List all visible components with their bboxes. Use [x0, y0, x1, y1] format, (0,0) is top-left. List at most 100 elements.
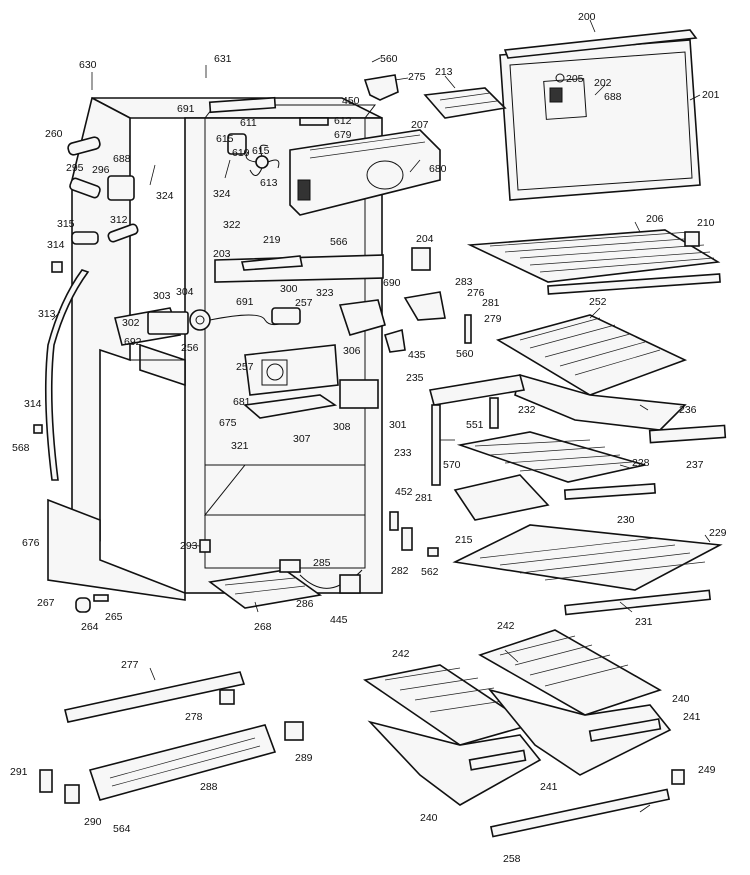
pan-front-237: [648, 424, 727, 444]
shelf-ladder-233: [431, 404, 441, 486]
toe-grille: [88, 724, 277, 801]
leveling-278: [219, 689, 235, 705]
callout-445: 445: [330, 614, 348, 626]
hinge-283: [403, 291, 446, 321]
shelf-support-210: [684, 231, 700, 247]
callout-307: 307: [293, 433, 311, 445]
callout-242: 242: [497, 620, 515, 632]
hinge-204: [411, 247, 431, 271]
callout-314: 314: [24, 398, 42, 410]
light-shield: [243, 394, 338, 419]
evaporator-assembly: [289, 129, 441, 216]
clip-314: [51, 261, 63, 273]
callout-213: 213: [435, 66, 453, 78]
knob-260: [67, 136, 101, 156]
callout-281: 281: [415, 492, 433, 504]
fan-blade: [245, 144, 280, 176]
callout-303: 303: [153, 290, 171, 302]
callout-286: 286: [296, 598, 314, 610]
leader-lines: [51, 19, 711, 813]
callout-323: 323: [316, 287, 334, 299]
callout-249: 249: [698, 764, 716, 776]
callout-288: 288: [200, 781, 218, 793]
callout-570: 570: [443, 459, 461, 471]
callout-615: 615: [252, 145, 270, 157]
freezer-wire-shelf: [466, 229, 721, 295]
clip-452: [389, 511, 399, 531]
drain-tube: [44, 269, 90, 481]
callout-231: 231: [635, 616, 653, 628]
connector-285: [279, 559, 301, 573]
control-295: [69, 177, 101, 199]
callout-290: 290: [84, 816, 102, 828]
callout-293: 293: [180, 540, 198, 552]
callout-260: 260: [45, 128, 63, 140]
callout-291: 291: [10, 766, 28, 778]
clip-568: [33, 424, 43, 434]
callout-258: 258: [503, 853, 521, 865]
callout-295: 295: [66, 162, 84, 174]
callout-237: 237: [686, 459, 704, 471]
callout-435: 435: [408, 349, 426, 361]
callout-277: 277: [121, 659, 139, 671]
crisper-right: [478, 629, 672, 776]
callout-230: 230: [617, 514, 635, 526]
callout-289: 289: [295, 752, 313, 764]
temperature-control-assembly: [114, 307, 211, 346]
callout-675: 675: [219, 417, 237, 429]
callout-228: 228: [632, 457, 650, 469]
callout-568: 568: [12, 442, 30, 454]
bracket-308: [339, 379, 379, 409]
callout-301: 301: [389, 419, 407, 431]
bracket-282: [401, 527, 413, 551]
callout-308: 308: [333, 421, 351, 433]
air-duct: [208, 96, 277, 114]
door-bin: [453, 474, 550, 521]
callout-210: 210: [697, 217, 715, 229]
callout-631: 631: [214, 53, 232, 65]
callout-202: 202: [594, 77, 612, 89]
callout-232: 232: [518, 404, 536, 416]
callout-285: 285: [313, 557, 331, 569]
callout-560: 560: [456, 348, 474, 360]
drain-pan: [207, 569, 323, 609]
callout-691: 691: [177, 103, 195, 115]
door-top-trim: [503, 29, 698, 59]
callout-690: 690: [383, 277, 401, 289]
callout-242: 242: [392, 648, 410, 660]
callout-204: 204: [416, 233, 434, 245]
callout-630: 630: [79, 59, 97, 71]
callout-676: 676: [22, 537, 40, 549]
shelf-ladder-232: [489, 397, 499, 429]
callout-679: 679: [334, 129, 352, 141]
callout-235: 235: [406, 372, 424, 384]
clip-289: [284, 721, 304, 741]
callout-304: 304: [176, 286, 194, 298]
roller-264: [75, 597, 91, 613]
callout-562: 562: [421, 566, 439, 578]
callout-206: 206: [646, 213, 664, 225]
callout-324: 324: [213, 188, 231, 200]
callout-labels: 630 631 560 275 213 200 205 202 201 688 …: [10, 11, 727, 865]
sensor-housing: [271, 307, 301, 325]
callout-241: 241: [540, 781, 558, 793]
callout-283: 283: [455, 276, 473, 288]
callout-240: 240: [420, 812, 438, 824]
callout-282: 282: [391, 565, 409, 577]
defrost-timer: [227, 133, 247, 155]
callout-275: 275: [408, 71, 426, 83]
callout-551: 551: [466, 419, 484, 431]
callout-306: 306: [343, 345, 361, 357]
cam-293: [199, 539, 211, 553]
meat-pan-cover: [495, 314, 688, 396]
strip-219: [241, 255, 303, 271]
callout-322: 322: [223, 219, 241, 231]
control-315: [71, 231, 99, 245]
callout-313: 313: [38, 308, 56, 320]
pan-guide: [429, 374, 525, 406]
base-rail: [64, 671, 246, 723]
light-housing: [244, 344, 339, 396]
callout-314: 314: [47, 239, 65, 251]
clip-290: [64, 784, 80, 804]
